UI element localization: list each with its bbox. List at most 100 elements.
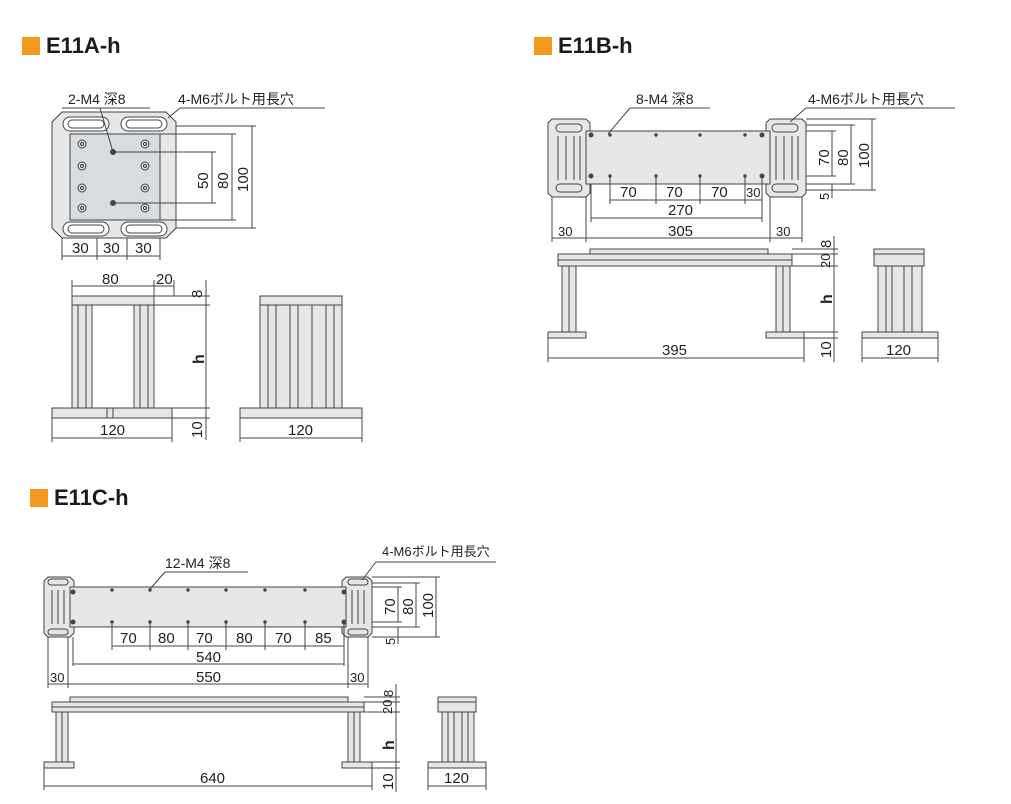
- top-plate: [589, 248, 769, 255]
- dim-120: 120: [288, 422, 313, 439]
- section-title-b: E11B-h: [558, 33, 633, 58]
- leg: [259, 304, 343, 409]
- leg: [71, 304, 93, 409]
- top-plate: [259, 295, 343, 306]
- dim-70: 70: [196, 630, 213, 647]
- dim-70: 70: [120, 630, 137, 647]
- bolt-slot: [62, 221, 110, 237]
- dim-30: 30: [103, 240, 120, 257]
- dim-120: 120: [886, 342, 911, 359]
- dim-100: 100: [235, 167, 252, 192]
- leg: [877, 265, 923, 333]
- dim-10: 10: [818, 341, 835, 358]
- dim-30: 30: [72, 240, 89, 257]
- dim-80: 80: [158, 630, 175, 647]
- dim-80: 80: [835, 149, 852, 166]
- e11c-tap-label: 12-M4 深8: [165, 555, 231, 571]
- dim-8: 8: [189, 290, 206, 298]
- dim-100: 100: [856, 143, 873, 168]
- dim-80: 80: [236, 630, 253, 647]
- dim-80: 80: [400, 598, 417, 615]
- dim-h: h: [819, 294, 836, 304]
- dim-30: 30: [776, 224, 790, 239]
- end-block: [765, 118, 807, 198]
- bolt-slot: [120, 116, 168, 132]
- beam: [437, 701, 477, 713]
- dim-640: 640: [200, 770, 225, 787]
- dim-80: 80: [215, 172, 232, 189]
- e11a-bolt-label: 4-M6ボルト用長穴: [178, 91, 294, 107]
- e11c-front-view: [43, 684, 400, 792]
- dim-5: 5: [383, 638, 398, 645]
- top-plate: [69, 586, 347, 628]
- beam: [873, 253, 925, 267]
- e11b-tap-label: 8-M4 深8: [636, 91, 694, 107]
- dim-70: 70: [620, 184, 637, 201]
- top-plate: [437, 696, 477, 703]
- base-plate: [43, 761, 75, 769]
- dim-10: 10: [380, 773, 397, 790]
- dim-100: 100: [420, 593, 437, 618]
- e11c-side-view: [427, 696, 487, 790]
- section-title-a: E11A-h: [46, 33, 121, 58]
- top-plate: [69, 696, 349, 703]
- dim-70: 70: [816, 149, 833, 166]
- section-marker: [30, 489, 48, 507]
- dim-85: 85: [315, 630, 332, 647]
- section-header-b: E11B-h: [534, 33, 633, 59]
- side-holes: [77, 139, 150, 213]
- e11c-bolt-label: 4-M6ボルト用長穴: [382, 544, 490, 559]
- dim-305: 305: [668, 223, 693, 240]
- e11b-front-view: [547, 236, 838, 362]
- dim-30: 30: [50, 670, 64, 685]
- dim-70: 70: [275, 630, 292, 647]
- base-plate: [427, 761, 487, 769]
- base-plate: [341, 761, 373, 769]
- base-plate: [861, 331, 939, 339]
- dim-30: 30: [135, 240, 152, 257]
- dim-5: 5: [817, 193, 832, 200]
- dim-30: 30: [746, 185, 760, 200]
- e11b-top-view: [547, 107, 955, 242]
- section-title-c: E11C-h: [54, 485, 129, 510]
- base-plate: [51, 407, 173, 419]
- e11b-bolt-label: 4-M6ボルト用長穴: [808, 91, 924, 107]
- e11a-front-view: [51, 280, 210, 442]
- dim-70: 70: [666, 184, 683, 201]
- section-header-c: E11C-h: [30, 485, 129, 511]
- dim-8: 8: [381, 690, 396, 697]
- leg: [441, 711, 475, 763]
- dim-h: h: [381, 740, 398, 750]
- top-plate: [71, 295, 155, 306]
- bolt-slot: [120, 221, 168, 237]
- e11a-side-view: [239, 295, 363, 442]
- e11a-tap-label: 2-M4 深8: [68, 91, 126, 107]
- dim-70: 70: [382, 598, 399, 615]
- e11c-top-view: [43, 561, 496, 688]
- dim-120: 120: [444, 770, 469, 787]
- dim-8: 8: [818, 240, 835, 248]
- leg: [133, 304, 155, 409]
- end-block: [547, 118, 591, 198]
- base-plate: [239, 407, 363, 419]
- dim-70: 70: [711, 184, 728, 201]
- dim-395: 395: [662, 342, 687, 359]
- bolt-slot: [62, 116, 110, 132]
- e11a-top-view: [51, 107, 325, 260]
- section-header-a: E11A-h: [22, 33, 121, 59]
- dim-30: 30: [350, 670, 364, 685]
- dim-550: 550: [196, 669, 221, 686]
- dim-20: 20: [380, 700, 395, 714]
- dim-270: 270: [668, 202, 693, 219]
- section-marker: [22, 37, 40, 55]
- top-plate: [585, 130, 771, 185]
- base-plate: [765, 331, 805, 339]
- dim-50: 50: [195, 172, 212, 189]
- dim-30: 30: [558, 224, 572, 239]
- section-marker: [534, 37, 552, 55]
- dim-20: 20: [156, 271, 173, 288]
- e11b-side-view: [861, 248, 939, 362]
- dim-540: 540: [196, 649, 221, 666]
- dim-10: 10: [189, 421, 206, 438]
